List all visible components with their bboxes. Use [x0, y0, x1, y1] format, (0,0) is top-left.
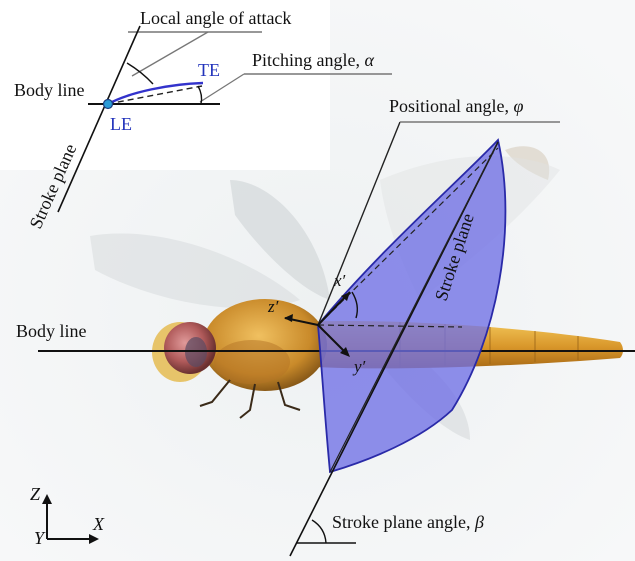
pitching-angle-label: Pitching angle, α: [252, 50, 374, 70]
positional-angle-label: Positional angle, φ: [389, 96, 524, 116]
x-prime-label: x′: [333, 271, 346, 290]
wing-span-line: [329, 141, 499, 473]
z-axis-arrowhead: [42, 494, 52, 504]
stroke-plane-angle-arc: [311, 519, 327, 544]
wing-dashed-chord-lower: [317, 324, 463, 328]
pitching-angle-arc: [197, 85, 203, 105]
local-angle-of-attack-label: Local angle of attack: [140, 8, 291, 28]
global-axes: Z Y X: [30, 484, 105, 548]
dragonfly-legs: [199, 379, 301, 419]
body-line-inset-label: Body line: [14, 80, 85, 100]
thorax-shadow: [214, 340, 290, 384]
pitching-angle-leader: [199, 73, 245, 103]
chord-line: [107, 85, 203, 105]
local-aoa-arc: [126, 62, 154, 85]
leading-edge-dot: [102, 98, 114, 110]
wing-tip-blur: [505, 146, 550, 180]
inset-background: [0, 0, 330, 170]
x-prime-arrowhead: [341, 292, 350, 301]
local-aoa-leader: [131, 31, 209, 77]
positional-angle-leader: [317, 121, 401, 326]
le-label: LE: [110, 114, 132, 134]
y-prime-label: y′: [352, 357, 366, 376]
stroke-plane-angle-label: Stroke plane angle, β: [332, 512, 484, 532]
body-line-main-label: Body line: [16, 321, 87, 341]
blurred-wing-left: [90, 233, 300, 309]
blurred-wing-upper: [230, 180, 330, 300]
airfoil-profile: [107, 81, 204, 106]
stroke-plane-line-inset: [57, 25, 141, 213]
x-axis-arrowhead: [89, 534, 99, 544]
z-prime-label: z′: [267, 297, 279, 316]
y-prime-arrowhead: [340, 347, 350, 357]
te-label: TE: [198, 60, 220, 80]
wing-surface: [317, 138, 507, 474]
x-axis-label: X: [92, 514, 105, 534]
z-axis-label: Z: [30, 484, 41, 504]
wing-stroke-plane: Positional angle, φ Stroke plane Body li…: [16, 96, 635, 557]
positional-angle-arc: [351, 291, 359, 319]
y-axis-label: Y: [34, 528, 46, 548]
z-prime-arrowhead: [284, 314, 293, 322]
